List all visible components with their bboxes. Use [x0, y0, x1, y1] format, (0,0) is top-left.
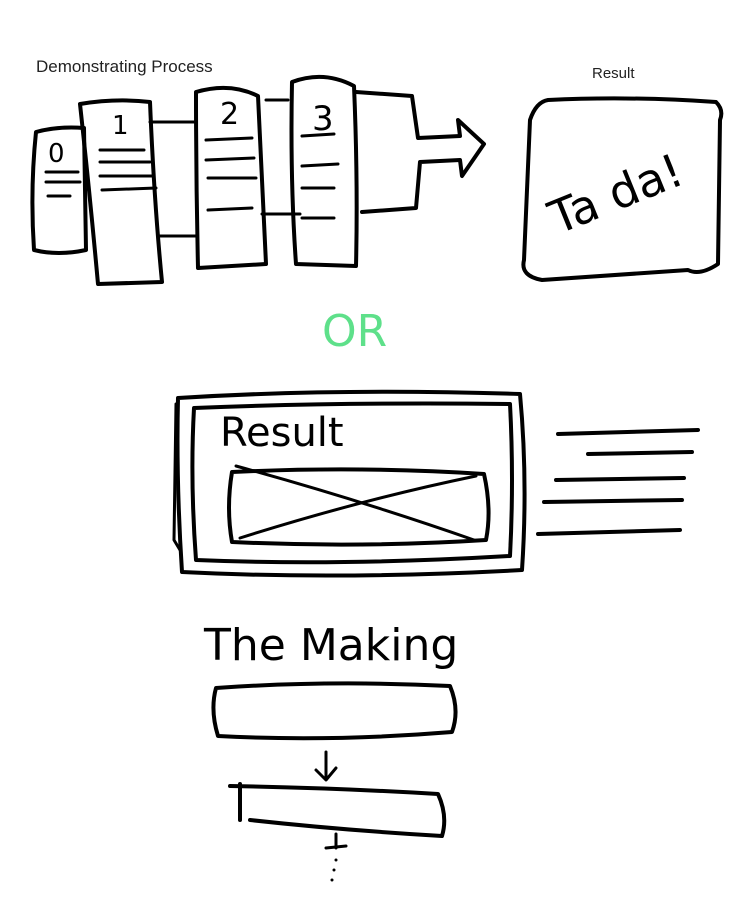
card-1-label: 1 — [112, 111, 129, 141]
making-step-2 — [228, 782, 447, 838]
process-card-1 — [78, 98, 164, 286]
or-divider: OR — [322, 306, 387, 357]
result-heading: Result — [220, 410, 344, 456]
process-arrow — [354, 90, 486, 214]
process-card-3 — [289, 74, 359, 268]
card-2-label: 2 — [220, 97, 239, 132]
process-card-0 — [30, 125, 88, 255]
card-0-label: 0 — [48, 139, 65, 169]
continuation-dots — [324, 832, 348, 882]
result-panel — [172, 389, 527, 578]
making-heading: The Making — [203, 620, 458, 671]
image-placeholder — [227, 464, 491, 547]
process-card-2 — [194, 85, 268, 270]
process-title: Demonstrating Process — [36, 57, 213, 76]
description-lines — [536, 428, 700, 536]
making-step-1 — [211, 681, 458, 741]
down-arrow-icon — [314, 750, 338, 782]
card-3-label: 3 — [312, 99, 334, 139]
result-title: Result — [592, 65, 635, 82]
result-card — [521, 96, 724, 282]
tada-text: Ta da! — [540, 143, 690, 246]
